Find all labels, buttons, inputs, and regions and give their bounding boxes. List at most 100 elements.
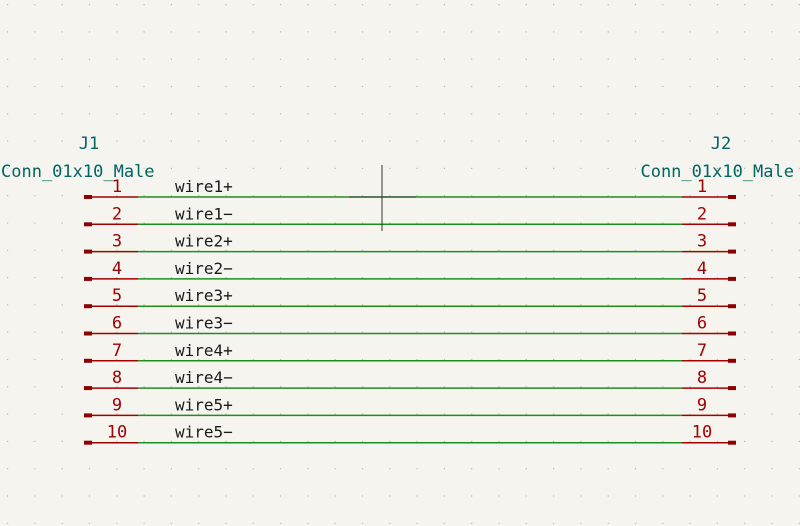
j2-pin-end[interactable] (728, 413, 736, 418)
j1-pin-end[interactable] (84, 358, 92, 363)
grid-dot (116, 4, 118, 6)
grid-dot (580, 4, 582, 6)
net-label[interactable]: wire4− (175, 368, 233, 387)
grid-dot (553, 167, 555, 169)
j1-pin-number: 9 (112, 395, 122, 415)
grid-dot (634, 495, 637, 497)
grid-dot (607, 140, 609, 142)
j2-pin-end[interactable] (728, 195, 736, 199)
j2-pin-end[interactable] (728, 386, 736, 391)
grid-dot (634, 277, 637, 279)
net-label[interactable]: wire3− (175, 314, 233, 333)
grid-dot (116, 358, 118, 361)
grid-dot (389, 85, 391, 88)
net-label[interactable]: wire1+ (175, 177, 233, 196)
grid-dot (143, 113, 145, 115)
j1-pin-end[interactable] (84, 413, 92, 418)
grid-dot (771, 440, 773, 442)
net-label[interactable]: wire1− (175, 204, 233, 223)
grid-dot (471, 195, 473, 197)
grid-dot (280, 31, 282, 33)
grid-dot (443, 386, 445, 388)
grid-dot (553, 140, 555, 142)
grid-dot (634, 31, 637, 33)
grid-dot (7, 468, 9, 470)
grid-dot (7, 113, 9, 115)
grid-dot (307, 222, 309, 224)
grid-dot (443, 113, 445, 115)
j1-pin-end[interactable] (84, 440, 92, 445)
grid-dot (34, 413, 36, 415)
j2-reference[interactable]: J2 (711, 134, 731, 154)
grid-dot (498, 413, 500, 415)
grid-dot (498, 4, 500, 6)
j1-pin-end[interactable] (84, 304, 92, 309)
j2-pin-end[interactable] (728, 331, 736, 336)
j2-pin-end[interactable] (728, 440, 736, 445)
j1-pin-end[interactable] (84, 222, 92, 227)
grid-dot (389, 222, 391, 224)
j2-pin-end[interactable] (728, 222, 736, 227)
j1-pin-end[interactable] (84, 276, 92, 281)
grid-dot (771, 85, 773, 88)
grid-dot (143, 58, 145, 60)
grid-dot (553, 249, 555, 251)
j1-reference[interactable]: J1 (79, 134, 99, 154)
grid-dot (334, 85, 336, 88)
grid-dot (744, 249, 746, 251)
j1-pin-end[interactable] (84, 195, 92, 199)
net-label[interactable]: wire5− (175, 423, 233, 442)
j1-value[interactable]: Conn_01x10_Male (1, 162, 155, 182)
grid-dot (744, 4, 746, 6)
grid-dot (198, 522, 200, 524)
j2-pin-end[interactable] (728, 304, 736, 309)
grid-dot (498, 277, 500, 279)
j1-pin-end[interactable] (84, 331, 92, 336)
j2-pin-end[interactable] (728, 249, 736, 254)
net-label[interactable]: wire3+ (175, 286, 233, 305)
j2-pin-number: 4 (697, 259, 707, 279)
grid-dot (662, 167, 664, 169)
net-label[interactable]: wire5+ (175, 395, 233, 414)
j2-pin-end[interactable] (728, 276, 736, 281)
grid-dot (61, 468, 63, 470)
grid-dot (198, 140, 200, 142)
grid-dot (716, 495, 718, 497)
net-label[interactable]: wire2− (175, 259, 233, 278)
grid-dot (389, 195, 391, 197)
grid-dot (525, 495, 527, 497)
j1-pin-number: 7 (112, 341, 122, 361)
j1-pin-end[interactable] (84, 249, 92, 254)
grid-dot (525, 358, 527, 361)
j1-pin-end[interactable] (84, 386, 92, 391)
grid-dot (607, 277, 609, 279)
grid-dot (416, 358, 418, 361)
grid-dot (34, 440, 36, 442)
grid-dot (689, 331, 691, 333)
net-labels[interactable]: wire1+ wire1− wire2+ wire2− wire3+ wire3− wire… (175, 177, 233, 442)
grid-dot (116, 468, 118, 470)
grid-dot (553, 386, 555, 388)
grid-dot (416, 31, 418, 33)
grid-dot (361, 140, 364, 142)
grid-dot (389, 440, 391, 442)
grid-dot (580, 331, 582, 333)
net-label[interactable]: wire2+ (175, 232, 233, 251)
grid-dot (553, 331, 555, 333)
grid-dot (143, 4, 145, 6)
grid-dot (7, 522, 9, 524)
grid-dots (7, 4, 800, 524)
grid-dot (744, 31, 746, 33)
net-label[interactable]: wire4+ (175, 341, 233, 360)
j2-pin-end[interactable] (728, 358, 736, 363)
grid-dot (225, 413, 227, 415)
grid-dot (553, 304, 555, 306)
grid-dot (389, 413, 391, 415)
grid-dot (716, 113, 718, 115)
j2-value[interactable]: Conn_01x10_Male (640, 162, 794, 182)
grid-dot (634, 222, 637, 224)
grid-dot (443, 222, 445, 224)
